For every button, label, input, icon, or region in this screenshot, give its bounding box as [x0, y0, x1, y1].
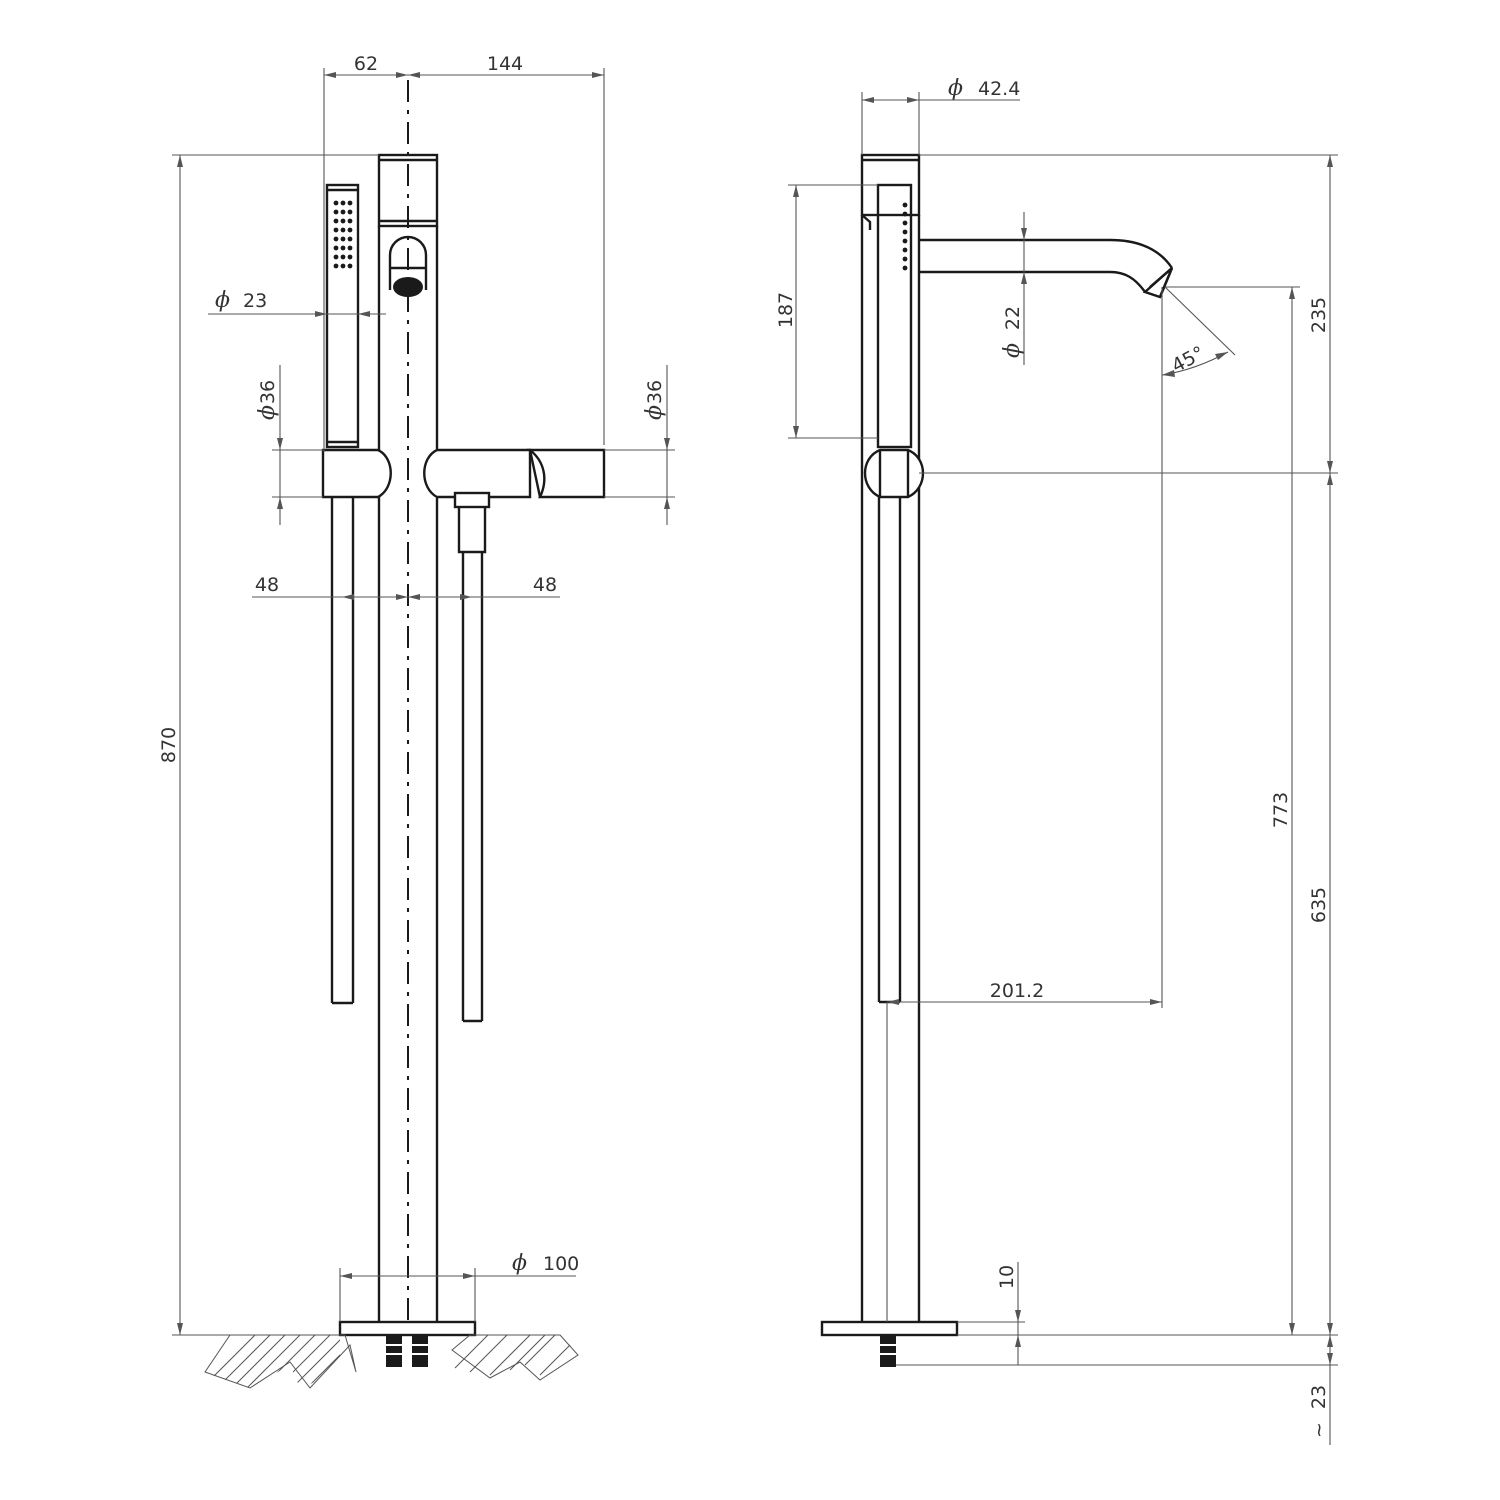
hose-side: [877, 497, 902, 1004]
dim-dia-36-right: 36: [644, 380, 666, 404]
side-view: ϕ 42.4 187 ϕ 22 45° 235 773 635 201.2 10…: [775, 76, 1338, 1445]
floor-fitting-side: [880, 1335, 896, 1367]
dim-dia-22: 22: [1002, 306, 1024, 330]
spout-front: [423, 448, 606, 499]
front-dimension-lines: [172, 68, 675, 1336]
dim-635: 635: [1308, 887, 1330, 923]
dim-187: 187: [775, 292, 797, 328]
dim-144: 144: [487, 53, 523, 75]
shower-holder: [321, 448, 392, 499]
floor-fittings-front: [386, 1335, 428, 1367]
dim-773: 773: [1270, 792, 1292, 828]
dim-201-2: 201.2: [990, 980, 1044, 1002]
dia-symbol-36-right: ϕ: [642, 405, 667, 420]
dim-dia-100: 100: [543, 1253, 579, 1275]
hand-shower: [325, 183, 360, 449]
dim-dia-42-4: 42.4: [978, 78, 1020, 100]
dim-62: 62: [354, 53, 378, 75]
left-hose: [330, 497, 355, 1005]
holder-side: [863, 448, 925, 499]
dim-235: 235: [1308, 297, 1330, 333]
dim-23: 23: [1308, 1385, 1330, 1409]
approx-symbol: ~: [1308, 1422, 1330, 1438]
dia-symbol-100: ϕ: [512, 1251, 527, 1276]
dim-10: 10: [996, 1265, 1018, 1289]
hose-connector: [453, 491, 491, 1023]
dia-symbol-42-4: ϕ: [948, 76, 963, 101]
dim-dia-36-left: 36: [257, 380, 279, 404]
shower-nozzle-dots: [333, 200, 353, 269]
dim-dia-23: 23: [243, 290, 267, 312]
side-dimension-lines: [788, 92, 1338, 1445]
dim-870: 870: [158, 727, 180, 763]
spout-side: [919, 238, 1174, 299]
dia-symbol-22: ϕ: [1000, 343, 1025, 358]
dim-48-right: 48: [533, 574, 557, 596]
dia-symbol-23: ϕ: [215, 288, 230, 313]
base-plate-front: [338, 1320, 477, 1337]
base-plate-side: [820, 1320, 959, 1337]
dia-symbol-36-left: ϕ: [255, 405, 280, 420]
dim-48-left: 48: [255, 574, 279, 596]
front-view: 62 144 870 ϕ 23 ϕ 36 ϕ 36 48 48 ϕ 100: [158, 53, 675, 1389]
hand-shower-side: [876, 183, 913, 449]
